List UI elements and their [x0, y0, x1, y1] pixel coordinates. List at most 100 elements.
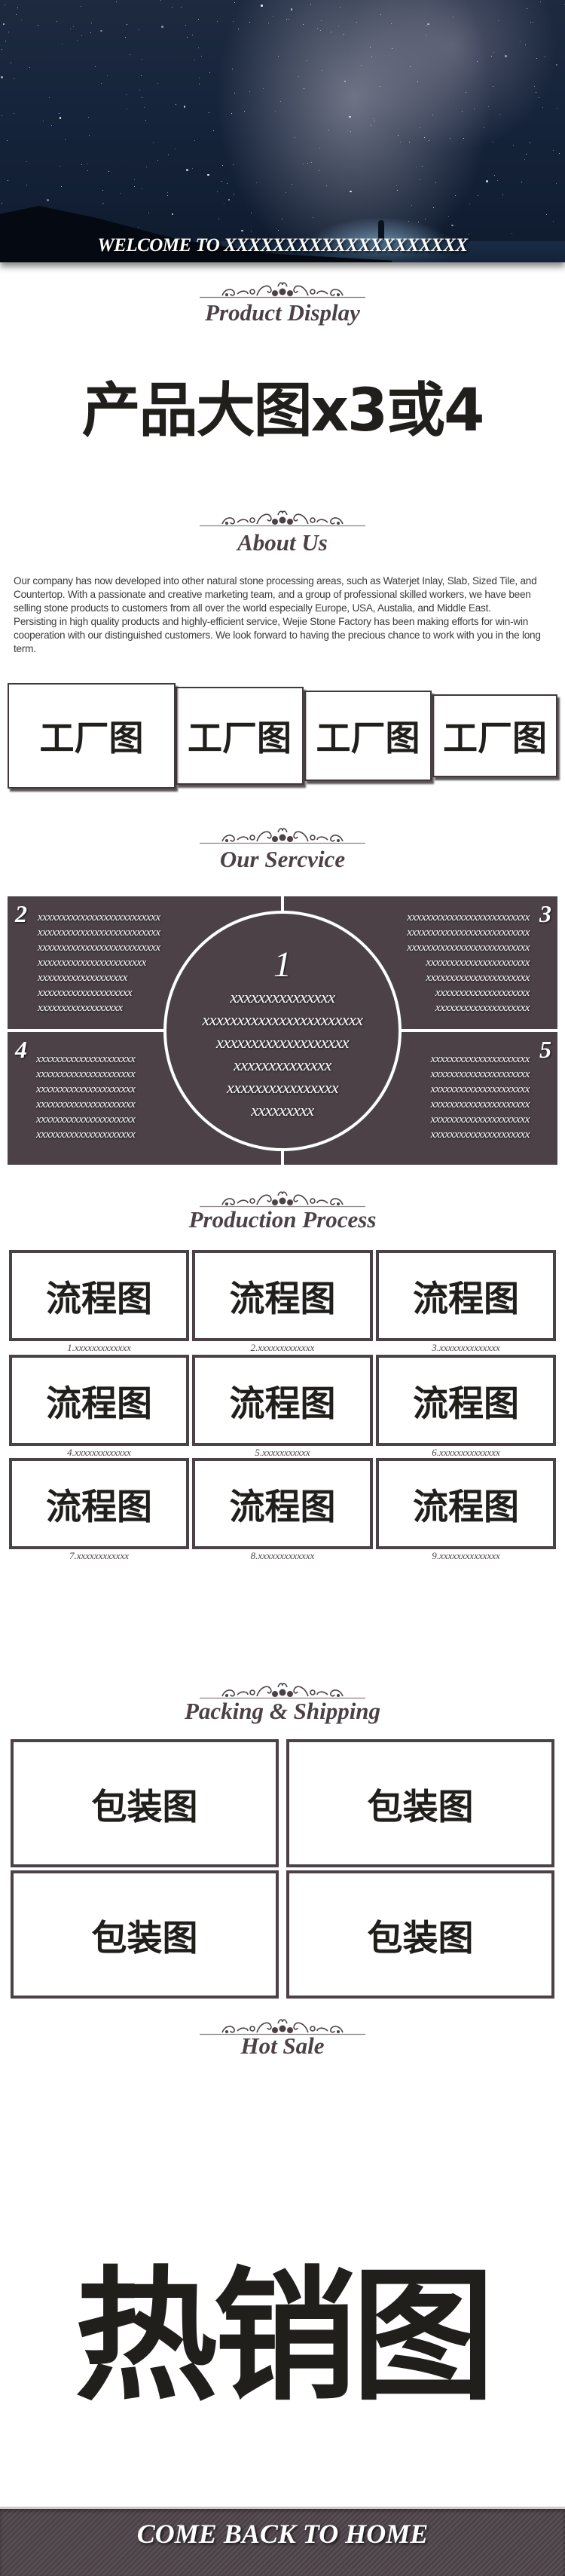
star	[133, 186, 135, 188]
service-text-line: xxxxxxxxxxxxxxxx	[226, 1078, 339, 1097]
factory-image-label: 工厂图	[188, 718, 292, 758]
star	[243, 111, 245, 112]
star	[108, 171, 109, 173]
factory-image-4: 工厂图	[432, 694, 557, 777]
process-step-image-4: 流程图	[9, 1355, 189, 1446]
star	[103, 202, 105, 204]
process-step-caption: 2.xxxxxxxxxxxxx	[250, 1342, 315, 1353]
star	[56, 21, 57, 23]
service-text-line: xxxxxxxxxxxxxxxxxxxxx	[430, 1098, 530, 1110]
star	[185, 24, 187, 26]
star	[100, 29, 102, 32]
star	[487, 106, 489, 108]
service-number: 2	[15, 900, 27, 927]
process-image-label: 流程图	[413, 1279, 519, 1320]
service-lines: xxxxxxxxxxxxxxxxxxxxx xxxxxxxxxxxxxxxxxxx…	[36, 1052, 136, 1142]
star	[559, 153, 560, 155]
process-step-image-6: 流程图	[376, 1355, 556, 1446]
back-to-home-label: COME BACK TO HOME	[136, 2519, 429, 2549]
ornament-divider-icon	[200, 280, 365, 299]
star	[426, 25, 427, 26]
star	[397, 134, 399, 136]
process-image-label: 流程图	[413, 1487, 519, 1528]
process-image-label: 流程图	[46, 1383, 152, 1425]
star	[102, 190, 103, 191]
star	[157, 160, 159, 161]
star	[432, 207, 434, 208]
star	[288, 238, 289, 240]
process-step-image-2: 流程图	[192, 1250, 373, 1341]
packing-image-label: 包装图	[91, 1786, 198, 1828]
service-text-line: xxxxxxxxxxxxxxxxxxxxx	[430, 1129, 530, 1141]
star	[262, 87, 264, 89]
factory-image-label: 工厂图	[316, 718, 420, 758]
star	[233, 164, 234, 165]
star	[194, 139, 196, 141]
service-text-line: xxxxxxxxxxxxxxxxxxxxx	[36, 1053, 136, 1065]
star	[29, 67, 31, 69]
process-step-caption: 4.xxxxxxxxxxxxx	[67, 1447, 131, 1458]
ornament-divider-icon	[200, 509, 365, 527]
star	[411, 205, 413, 207]
service-text-line: xxxxxxxxxxxxxxxxxxxxx	[36, 1113, 136, 1126]
star	[153, 142, 154, 144]
service-text-line: xxxxxxxxxxxxxxxxxxxxx	[430, 1083, 530, 1095]
star	[455, 195, 456, 197]
section-title-packing-shipping: Packing & Shipping	[184, 1698, 381, 1724]
about-paragraph-2: Persisting in high quality products and …	[14, 616, 541, 654]
service-text-line: xxxxxxxxxxxxxxxxxxxxxxxxxx	[407, 911, 530, 924]
service-text-line: xxxxxxxxxxxxxxxxxxxxxx	[426, 957, 530, 969]
star	[172, 7, 173, 8]
star	[461, 111, 463, 112]
star	[222, 165, 224, 167]
process-step-caption: 8.xxxxxxxxxxxxx	[250, 1550, 315, 1561]
service-text-line: xxxxxxxxxxxxxxxxxxxxxxxxxx	[407, 942, 530, 954]
process-image-label: 流程图	[413, 1383, 519, 1425]
star	[81, 164, 82, 166]
packing-image-1: 包装图	[11, 1739, 279, 1867]
star	[15, 14, 17, 16]
star	[546, 213, 548, 215]
star	[326, 185, 328, 187]
star	[234, 2, 235, 3]
star	[444, 239, 446, 240]
star	[350, 131, 351, 133]
factory-image-3: 工厂图	[304, 691, 432, 781]
star	[361, 64, 362, 66]
star	[380, 14, 382, 16]
star	[320, 29, 322, 31]
process-step-caption: 1.xxxxxxxxxxxxx	[67, 1342, 131, 1353]
process-image-label: 流程图	[229, 1487, 336, 1528]
star	[347, 130, 348, 131]
star	[26, 161, 28, 162]
star	[2, 23, 5, 26]
star	[228, 198, 231, 201]
star	[231, 113, 233, 115]
packing-image-3: 包装图	[11, 1870, 279, 1999]
star	[87, 170, 88, 172]
back-to-home-button[interactable]: COME BACK TO HOME	[0, 2507, 565, 2576]
service-text-line: xxxxxxxxxxxxxxxxxxxxx	[36, 1068, 136, 1080]
star	[525, 153, 527, 155]
star	[212, 130, 214, 131]
star	[1, 76, 3, 78]
section-title-our-service: Our Sercvice	[219, 846, 346, 872]
process-step-caption: 5.xxxxxxxxxxx	[255, 1447, 310, 1458]
star	[120, 192, 121, 194]
star	[277, 230, 279, 231]
star	[499, 113, 501, 115]
star	[81, 35, 82, 37]
process-step-caption: 9.xxxxxxxxxxxxxx	[432, 1550, 500, 1561]
service-text-line: xxxxxxxxxxxxxxxxxxxxxxxxxx	[407, 927, 530, 939]
star	[180, 7, 182, 8]
star	[100, 83, 102, 84]
star	[207, 173, 209, 176]
star	[241, 229, 243, 232]
about-paragraph-1: Our company has now developed into other…	[14, 575, 537, 614]
service-text-line: xxxxxxxxxxxxxxxxxxxxx	[430, 1068, 530, 1080]
star	[77, 39, 78, 41]
service-text-line: xxxxxxxxxxxxxxxxxx	[38, 1002, 123, 1014]
star	[72, 26, 74, 27]
packing-image-label: 包装图	[367, 1786, 474, 1828]
